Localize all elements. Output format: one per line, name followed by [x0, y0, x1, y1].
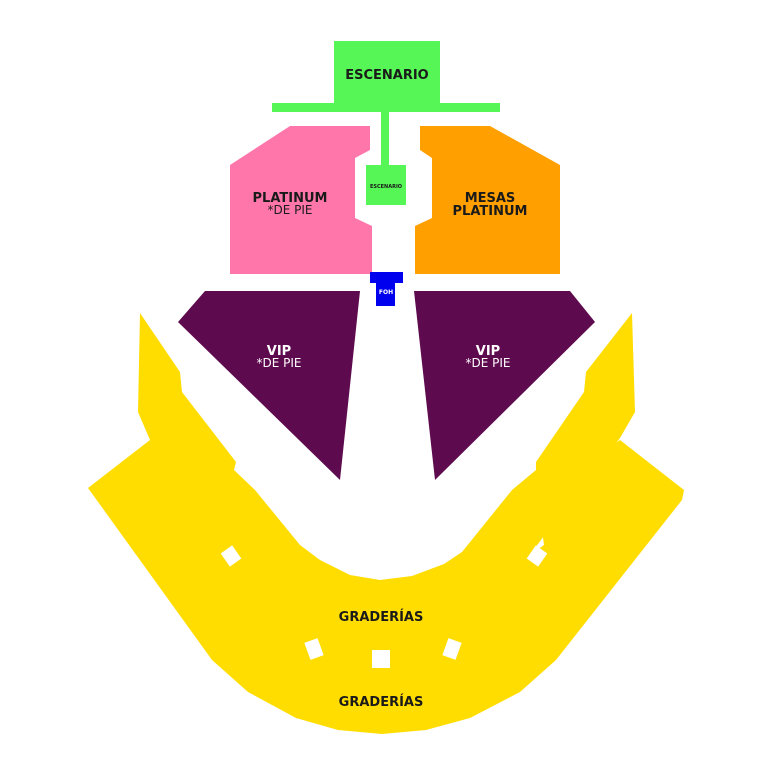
stage-runway-stem — [381, 110, 389, 168]
graderias-outer-shape[interactable] — [88, 440, 684, 734]
vip-left-shape[interactable] — [178, 291, 360, 480]
platinum-label: PLATINUM — [253, 191, 328, 206]
vip-right-label: VIP — [476, 344, 500, 359]
stage-main[interactable]: ESCENARIO — [272, 41, 500, 168]
mesas-platinum-label-line1: MESAS — [465, 191, 516, 206]
section-graderias-inner[interactable]: GRADERÍAS — [138, 313, 635, 648]
vip-right-note: *DE PIE — [466, 356, 511, 370]
platinum-shape[interactable] — [230, 126, 372, 274]
stage-small-label: ESCENARIO — [370, 184, 402, 190]
vip-left-label: VIP — [267, 344, 291, 359]
section-platinum[interactable]: PLATINUM *DE PIE — [230, 126, 372, 274]
stage-small-shape[interactable] — [366, 165, 406, 205]
tier-separators — [220, 545, 548, 668]
foh-shape[interactable] — [370, 272, 403, 306]
stage-main-label: ESCENARIO — [345, 68, 429, 83]
foh-booth[interactable]: FOH — [370, 272, 403, 306]
section-vip-left[interactable]: VIP *DE PIE — [178, 291, 360, 480]
mesas-platinum-shape[interactable] — [415, 126, 560, 274]
graderias-inner-shape[interactable] — [138, 313, 635, 648]
section-vip-right[interactable]: VIP *DE PIE — [414, 291, 595, 480]
stage-main-top[interactable] — [334, 41, 440, 105]
platinum-note: *DE PIE — [268, 203, 313, 217]
foh-label: FOH — [379, 289, 393, 296]
stage-runway-bar — [272, 103, 500, 112]
vip-left-note: *DE PIE — [257, 356, 302, 370]
vip-right-shape[interactable] — [414, 291, 595, 480]
graderias-outer-label: GRADERÍAS — [339, 694, 424, 710]
stage-small[interactable]: ESCENARIO — [366, 165, 406, 205]
section-graderias-outer[interactable]: GRADERÍAS — [88, 440, 684, 734]
graderias-inner-label: GRADERÍAS — [339, 609, 424, 625]
section-mesas-platinum[interactable]: MESAS PLATINUM — [415, 126, 560, 274]
mesas-platinum-label-line2: PLATINUM — [453, 204, 528, 219]
